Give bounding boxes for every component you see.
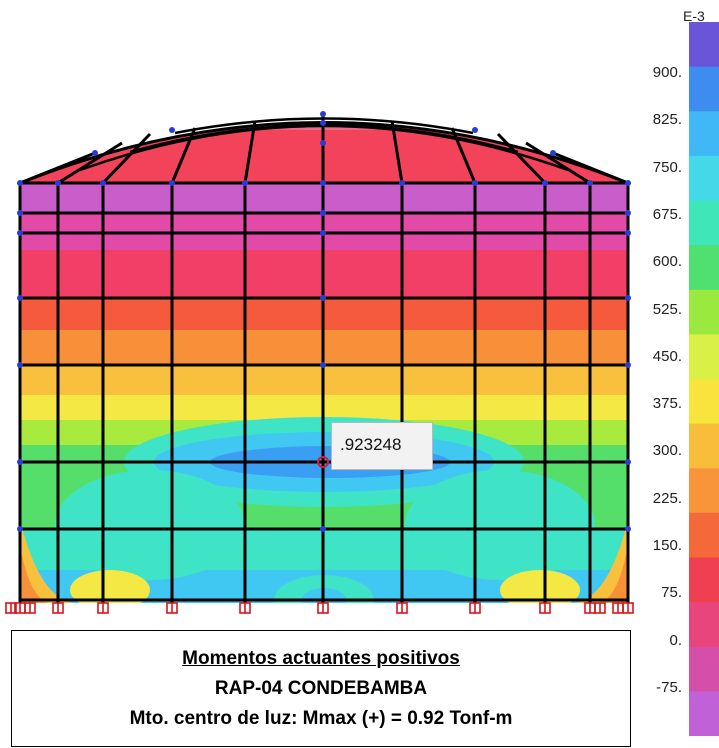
support-symbol: [396, 602, 408, 614]
scale-tick-label: 675.: [652, 205, 682, 223]
support-symbol: [584, 602, 596, 614]
support-symbol: [612, 602, 624, 614]
caption-project: RAP-04 CONDEBAMBA: [214, 678, 428, 699]
scale-swatch: [689, 66, 719, 112]
scale-tick-label: 150.: [652, 537, 682, 554]
scale-swatch: [689, 557, 719, 603]
support-symbol: [469, 602, 481, 614]
scale-swatch: [689, 379, 719, 425]
scale-tick-label: 75.: [661, 584, 682, 602]
scale-swatch: [689, 468, 719, 514]
scale-tick-label: -75.: [656, 678, 682, 696]
support-symbol: [5, 602, 17, 614]
scale-swatch: [689, 646, 719, 692]
caption-box: Momentos actuantes positivos RAP-04 COND…: [11, 630, 631, 747]
scale-tick-label: 450.: [652, 347, 682, 365]
support-symbol: [52, 602, 64, 614]
scale-tick-label: 375.: [652, 395, 682, 413]
support-symbol: [594, 602, 606, 614]
support-symbol: [539, 602, 551, 614]
grid-nodes: [17, 111, 631, 532]
scale-tick-label: 900.: [652, 64, 682, 81]
scale-tick-label: 225.: [652, 489, 682, 507]
support-symbol: [24, 602, 36, 614]
scale-swatch: [689, 111, 719, 157]
scale-tick-label: 0.: [669, 631, 682, 649]
wall-grid: [18, 183, 630, 603]
scale-swatch: [689, 155, 719, 201]
scale-swatch: [689, 245, 719, 291]
scale-tick-label: 300.: [652, 442, 682, 460]
selected-value-tooltip: .923248: [331, 422, 433, 470]
scale-tick-label: 600.: [652, 253, 682, 271]
support-symbol: [622, 602, 634, 614]
scale-swatch: [689, 423, 719, 469]
scale-swatch: [689, 691, 719, 736]
scale-swatch: [689, 289, 719, 335]
scale-exponent: E-3: [683, 8, 705, 24]
scale-swatch: [689, 334, 719, 380]
support-symbol: [166, 602, 178, 614]
scale-swatch: [689, 22, 719, 68]
base-supports: [5, 602, 634, 614]
scale-swatch: [689, 200, 719, 246]
selected-node-marker[interactable]: [317, 456, 329, 468]
caption-title: Momentos actuantes positivos: [182, 648, 460, 669]
scale-swatch: [689, 602, 719, 648]
scale-tick-label: 750.: [652, 158, 682, 176]
support-symbol: [317, 602, 329, 614]
color-scale-bar: [689, 22, 719, 736]
scale-swatch: [689, 512, 719, 558]
scale-tick-label: 525.: [652, 300, 682, 318]
scale-tick-label: 825.: [652, 111, 682, 129]
support-symbol: [239, 602, 251, 614]
caption-result: Mto. centro de luz: Mmax (+) = 0.92 Tonf…: [129, 708, 513, 729]
support-symbol: [97, 602, 109, 614]
